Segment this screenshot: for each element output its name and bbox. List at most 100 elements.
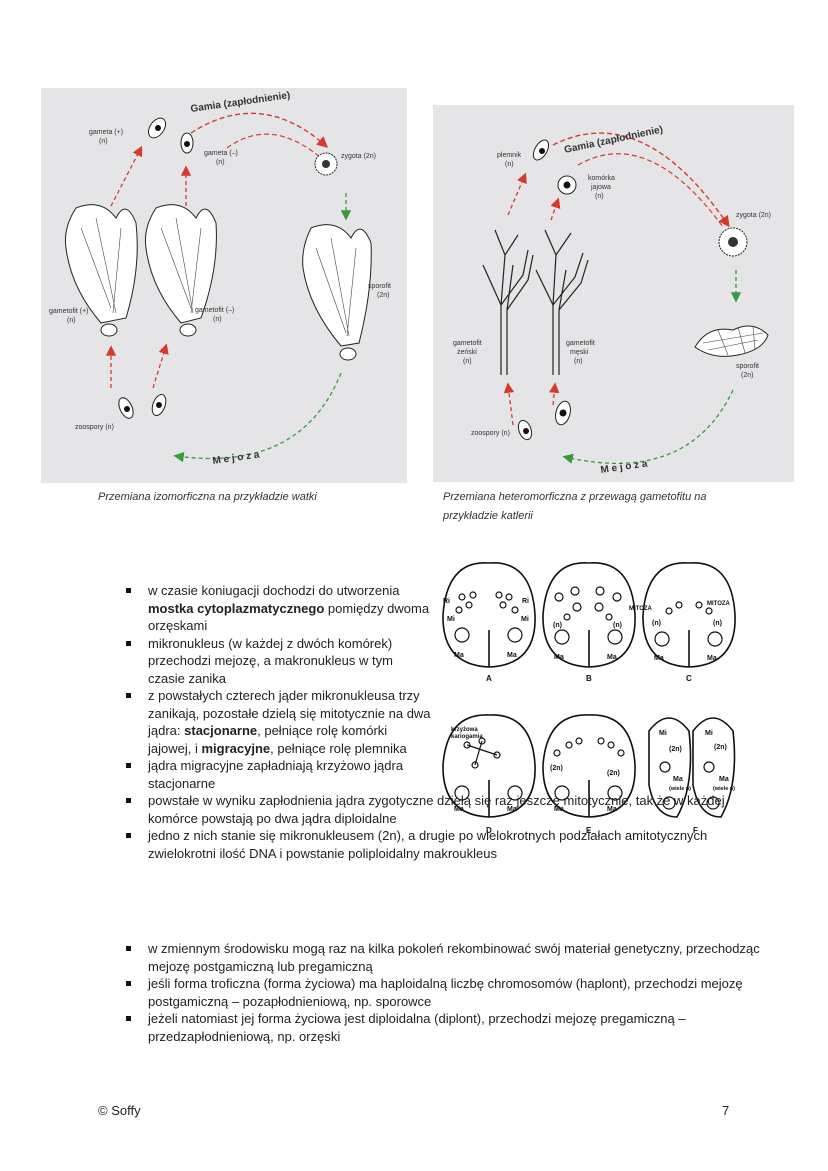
label-c-n-left: (n) bbox=[652, 620, 661, 627]
holdfast-3 bbox=[339, 347, 357, 361]
sperm-nucleus bbox=[539, 148, 545, 154]
label-c-n-right: (n) bbox=[713, 620, 722, 627]
label-f-2n-left: (2n) bbox=[669, 746, 682, 753]
arrow-zoo-2 bbox=[152, 343, 169, 389]
label-male-2: męski bbox=[570, 349, 589, 356]
list1-item3-mid: , pełniące rolę komórki jajowej, i bbox=[148, 723, 388, 756]
label-e-ma-right: Ma bbox=[607, 806, 617, 813]
label-a-mi-right: Mi bbox=[521, 616, 529, 623]
arrow-up-2 bbox=[550, 197, 561, 221]
zygote-nucleus bbox=[728, 237, 738, 247]
label-a-ma-right: Ma bbox=[507, 652, 517, 659]
panel-e-nuclei bbox=[553, 737, 625, 801]
list2-item1: w zmiennym środowisku mogą raz na kilka … bbox=[148, 941, 760, 974]
egg-nucleus bbox=[563, 181, 571, 189]
label-c-mitoza-left: MITOZA bbox=[629, 606, 653, 612]
fertilization-arrow bbox=[552, 132, 730, 228]
label-male-1: gametofit bbox=[566, 340, 595, 347]
label-d-cross-2: kariogamia bbox=[451, 734, 483, 740]
label-sporophyte-n: (2n) bbox=[377, 292, 389, 299]
panel-b-label: B bbox=[586, 674, 592, 683]
list-item: jeżeli natomiast jej forma życiowa jest … bbox=[122, 1010, 762, 1045]
panel-c-cells bbox=[642, 562, 736, 668]
label-gametophyte-plus-n: (n) bbox=[67, 317, 76, 324]
label-a-mi-left: Mi bbox=[447, 616, 455, 623]
label-b-n-left: (n) bbox=[553, 622, 562, 629]
list-item: mikronukleus (w każdej z dwóch komórek) … bbox=[122, 635, 762, 688]
label-b-ma-left: Ma bbox=[554, 654, 564, 661]
label-gametophyte-minus: gametofit (–) bbox=[195, 307, 234, 314]
label-a-ri-left: Ri bbox=[443, 598, 450, 605]
label-male-n: (n) bbox=[574, 358, 583, 365]
fertilization-arrow bbox=[190, 112, 329, 148]
caption-heteromorphic: Przemiana heteromorficzna z przewagą gam… bbox=[443, 491, 707, 522]
zoospore-1-nucleus bbox=[523, 428, 529, 434]
list1-item3-pre: z powstałych czterech jąder mikronukleus… bbox=[148, 688, 431, 738]
panel-f-label: F bbox=[693, 826, 698, 835]
gametophyte-plus-thallus bbox=[65, 204, 138, 324]
list1-item3-bold1: stacjonarne bbox=[184, 723, 258, 738]
list1-item1-post: pomiędzy dwoma orzęskami bbox=[148, 600, 430, 634]
label-b-ma-right: Ma bbox=[607, 654, 617, 661]
label-d-cross-1: krzyżowa bbox=[451, 727, 478, 733]
list-item: jądra migracyjne zapładniają krzyżowo ją… bbox=[122, 757, 762, 792]
label-gamete-plus: gameta (+) bbox=[89, 129, 123, 136]
list1-item3-bold2: migracyjne bbox=[201, 740, 271, 756]
panel-b-nuclei bbox=[554, 586, 623, 645]
list2-item2: jeśli forma troficzna (forma życiowa) ma… bbox=[148, 976, 743, 1009]
label-f-mi-left: Mi bbox=[659, 730, 667, 737]
list1-item2: mikronukleus (w każdej z dwóch komórek) … bbox=[148, 635, 393, 686]
page-number: 7 bbox=[722, 1103, 730, 1118]
panel-e-label: E bbox=[586, 826, 592, 835]
panel-c-label: C bbox=[686, 674, 692, 683]
label-zoospores: zoospory (n) bbox=[75, 424, 114, 431]
label-sporophyte-n: (2n) bbox=[741, 372, 753, 379]
meiosis-label: M e j o z a bbox=[212, 449, 261, 467]
panel-f-nuclei bbox=[659, 761, 720, 810]
label-c-ma-right: Ma bbox=[707, 655, 717, 662]
caption-isomorphic: Przemiana izomorficzna na przykładzie wa… bbox=[98, 491, 317, 503]
list1-item3-post: , pełniące rolę plemnika bbox=[270, 740, 407, 756]
heteromorphic-cycle-diagram: Gamia (zapłodnienie) plemnik (n) komórka… bbox=[453, 124, 771, 476]
holdfast-2 bbox=[179, 323, 197, 337]
conjugation-list: w czasie koniugacji dochodzi do utworzen… bbox=[122, 582, 762, 862]
label-e-2n-right: (2n) bbox=[607, 770, 620, 777]
label-f-ma-right: Ma bbox=[719, 776, 729, 783]
meiosis-arrow bbox=[173, 372, 342, 463]
fertilization-arrow-2 bbox=[226, 133, 322, 159]
isomorphic-cycle-diagram: Gamia (zapłodnienie) gameta (+) (n) game… bbox=[49, 90, 391, 467]
gamete-plus-nucleus bbox=[155, 125, 161, 131]
label-c-mitoza-right: MITOZA bbox=[707, 601, 731, 607]
label-egg-2: jajowa bbox=[590, 184, 611, 191]
label-gamete-plus-n: (n) bbox=[99, 138, 108, 145]
label-egg-n: (n) bbox=[595, 193, 604, 200]
panel-c-nuclei bbox=[654, 601, 723, 647]
list1-item4: jądra migracyjne zapładniają krzyżowo ją… bbox=[148, 758, 404, 791]
list1-item1-bold: mostka cytoplazmatycznego bbox=[148, 600, 325, 616]
label-e-ma-left: Ma bbox=[554, 806, 564, 813]
label-a-ri-right: Ri bbox=[522, 598, 529, 605]
label-f-many-n-right: (wiele n) bbox=[713, 786, 735, 792]
list-item: powstałe w wyniku zapłodnienia jądra zyg… bbox=[122, 792, 762, 827]
label-d-ma-right: Ma bbox=[507, 806, 517, 813]
label-female-1: gametofit bbox=[453, 340, 482, 347]
female-gametophyte bbox=[482, 229, 534, 375]
panel-a-nuclei bbox=[454, 591, 523, 643]
gametophyte-minus-thallus bbox=[145, 204, 217, 324]
list-item: jeśli forma troficzna (forma życiowa) ma… bbox=[122, 975, 762, 1010]
panel-d-cells bbox=[442, 714, 536, 818]
conjugation-diagram: Ri Ri Mi Mi Ma Ma A (n) (n) Ma Ma B MITO… bbox=[442, 562, 736, 835]
zoospore-2-nucleus bbox=[156, 402, 162, 408]
figure-conjugation: Ri Ri Mi Mi Ma Ma A (n) (n) Ma Ma B MITO… bbox=[437, 555, 745, 845]
list1-item1-pre: w czasie koniugacji dochodzi do utworzen… bbox=[148, 583, 400, 598]
meiosis-label: M e j o z a bbox=[600, 458, 649, 476]
gamia-label: Gamia (zapłodnienie) bbox=[563, 124, 664, 156]
holdfast-1 bbox=[100, 323, 118, 337]
gamia-label: Gamia (zapłodnienie) bbox=[190, 90, 291, 115]
list1-item5: powstałe w wyniku zapłodnienia jądra zyg… bbox=[148, 793, 725, 826]
list1-item6: jedno z nich stanie się mikronukleusem (… bbox=[148, 828, 708, 861]
label-gametophyte-plus: gametofit (+) bbox=[49, 308, 89, 315]
panel-a-cells bbox=[442, 562, 536, 668]
label-c-ma-left: Ma bbox=[654, 655, 664, 662]
label-egg-1: komórka bbox=[588, 175, 615, 182]
